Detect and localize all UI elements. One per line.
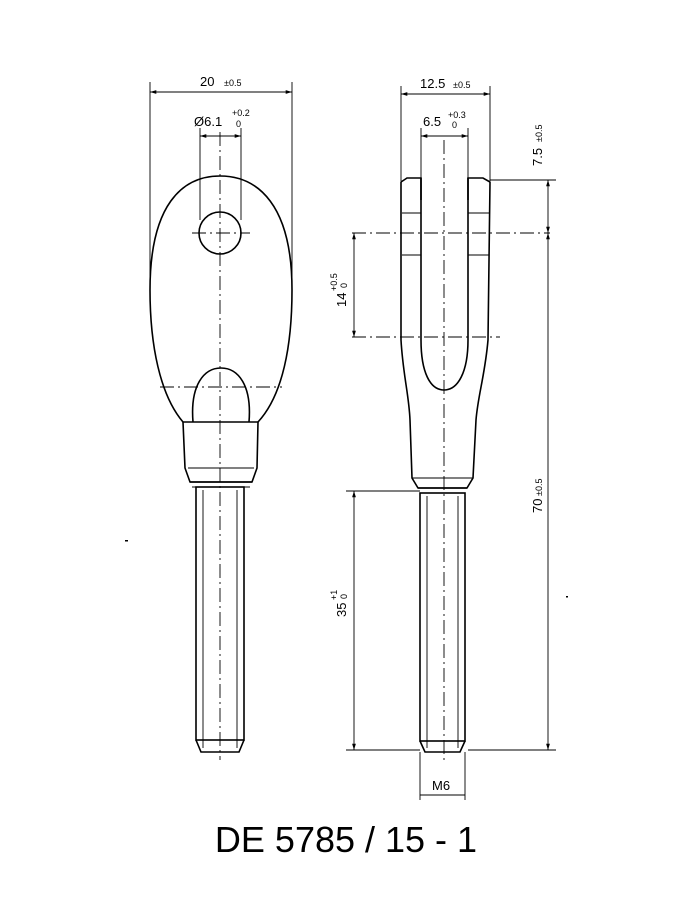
dim-front-width-value: 20 [200, 74, 214, 89]
dim-hole-value: Ø6.1 [194, 114, 222, 129]
left-prong-top [400, 177, 422, 200]
dim-side-width-tol: ±0.5 [453, 80, 470, 90]
dim-side-width-value: 12.5 [420, 76, 445, 91]
lower-arch [191, 367, 251, 423]
front-view: 20 ±0.5 Ø6.1 +0.2 0 [149, 74, 293, 760]
right-prong-top [467, 177, 491, 200]
drawing-title: DE 5785 / 15 - 1 [215, 819, 477, 860]
side-view: 12.5 ±0.5 6.5 +0.3 0 7.5 ±0.5 14 +0.5 0 … [329, 76, 556, 800]
eye-body-outline [149, 175, 293, 423]
dim-hole-tol-upper: +0.2 [232, 108, 250, 118]
dim-slot-tol-upper: +0.3 [448, 110, 466, 120]
dim-slot-depth-tol-upper: +0.5 [329, 273, 339, 291]
fork-outline [400, 181, 491, 489]
dim-thread-size: M6 [432, 778, 450, 793]
fork-slot [420, 178, 469, 391]
dim-slot-value: 6.5 [423, 114, 441, 129]
dim-thread-length-tol-upper: +1 [329, 590, 339, 600]
dim-length-tol: ±0.5 [534, 479, 544, 496]
dim-slot-depth-tol-lower: 0 [339, 283, 349, 288]
side-threaded-shank [419, 492, 466, 742]
dim-slot-depth-value: 14 [334, 293, 349, 307]
dim-thread-length-tol-lower: 0 [339, 594, 349, 599]
dim-hole-tol-lower: 0 [236, 119, 241, 129]
dim-length-value: 70 [530, 499, 545, 513]
dim-front-width-tol: ±0.5 [224, 78, 241, 88]
dim-tip-value: 7.5 [530, 148, 545, 166]
dim-slot-tol-lower: 0 [452, 120, 457, 130]
front-neck [182, 421, 259, 483]
dim-tip-tol: ±0.5 [534, 125, 544, 142]
dim-thread-length-value: 35 [334, 603, 349, 617]
